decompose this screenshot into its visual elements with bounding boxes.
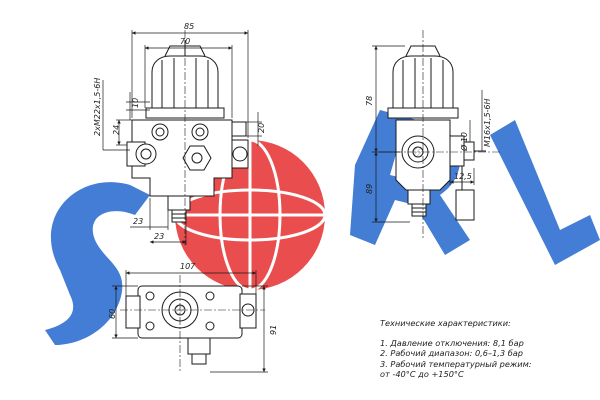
dim-thread-side: 2хМ22х1,5-6Н bbox=[93, 78, 102, 136]
spec-line-3: 3. Рабочий температурный режим: bbox=[380, 358, 532, 369]
spec-line-2: 2. Рабочий диапазон: 0,6–1,3 бар bbox=[380, 348, 523, 359]
top-view bbox=[120, 275, 265, 372]
watermark-l-shape bbox=[490, 120, 600, 265]
side-view bbox=[380, 30, 500, 240]
front-view-dimensions bbox=[102, 30, 262, 245]
dim-diameter-10: Ø 10 bbox=[459, 132, 469, 152]
dim-85: 85 bbox=[184, 22, 194, 31]
watermark-s-shape bbox=[45, 182, 150, 345]
front-view bbox=[126, 30, 249, 245]
specs-heading: Технические характеристики: bbox=[380, 318, 511, 328]
technical-specs: Технические характеристики: 1. Давление … bbox=[380, 318, 590, 380]
dim-10: 10 bbox=[131, 98, 140, 108]
side-view-dimensions bbox=[372, 45, 483, 223]
dim-91: 91 bbox=[269, 325, 278, 335]
dim-20: 20 bbox=[257, 123, 266, 133]
dim-60: 60 bbox=[108, 309, 117, 319]
dim-23-bottom: 23 bbox=[154, 232, 164, 241]
dim-12-5: 12,5 bbox=[454, 172, 472, 181]
dim-78: 78 bbox=[365, 96, 374, 106]
dim-thread-right: М16х1,5-6Н bbox=[483, 98, 492, 147]
dim-24: 24 bbox=[112, 125, 121, 135]
dim-70: 70 bbox=[180, 37, 190, 46]
dim-23-top: 23 bbox=[133, 217, 143, 226]
spec-line-4: от -40°С до +150°С bbox=[380, 369, 464, 380]
spec-line-1: 1. Давление отключения: 8,1 бар bbox=[380, 337, 524, 348]
dim-89: 89 bbox=[365, 184, 374, 194]
top-view-dimensions bbox=[112, 270, 268, 373]
dim-107: 107 bbox=[180, 262, 196, 271]
